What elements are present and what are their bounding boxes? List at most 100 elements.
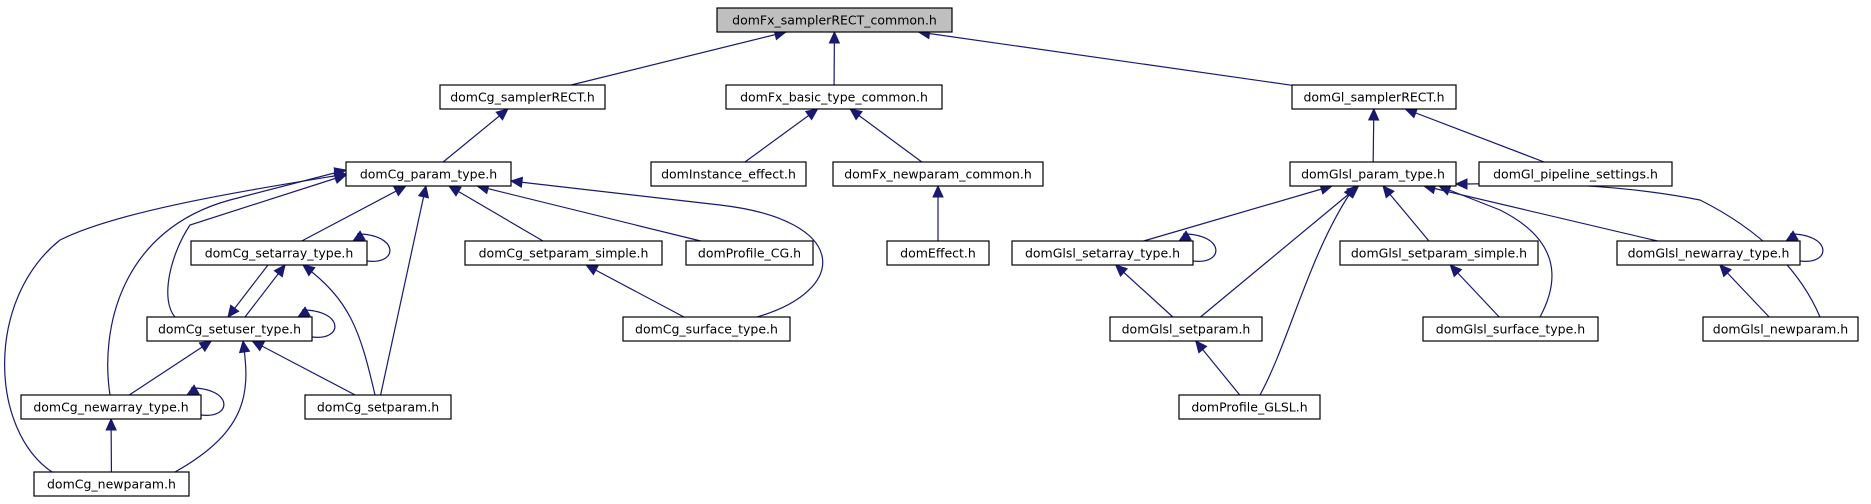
node-label: domFx_basic_type_common.h	[740, 90, 928, 105]
arrow-head	[105, 417, 117, 431]
edge-line	[1789, 233, 1824, 262]
node-instance-effect[interactable]: domInstance_effect.h	[650, 161, 807, 187]
node-root[interactable]: domFx_samplerRECT_common.h	[716, 7, 953, 33]
edge-line	[1438, 185, 1553, 318]
node-glsl-surface[interactable]: domGlsl_surface_type.h	[1422, 316, 1599, 342]
edge-cg_surface-to-cg_param	[509, 176, 824, 318]
edge-line	[1719, 264, 1770, 318]
node-box	[1339, 240, 1539, 266]
edge-line	[1423, 185, 1658, 242]
edge-cg_setarray-to-cg_param	[301, 185, 407, 242]
edge-line	[1182, 233, 1217, 262]
arrow-head	[1449, 264, 1463, 278]
edge-cg_newparam-to-cg_setuser	[174, 339, 251, 473]
edge-line	[1382, 185, 1430, 242]
node-glsl-newarray[interactable]: domGlsl_newarray_type.h	[1616, 240, 1801, 266]
node-profile-cg[interactable]: domProfile_CG.h	[685, 240, 814, 266]
arrow-head	[1195, 340, 1208, 354]
arrow-head	[1404, 107, 1419, 119]
edge-cg_newarray-to-cg_setuser	[128, 340, 213, 396]
node-cg-surface[interactable]: domCg_surface_type.h	[622, 316, 791, 342]
edge-line	[744, 108, 818, 163]
arrow-head	[351, 230, 366, 242]
node-box	[685, 240, 814, 266]
node-glsl-setarray[interactable]: domGlsl_setarray_type.h	[1011, 240, 1194, 266]
nodes-layer: domFx_samplerRECT_common.h domCg_samplerR…	[20, 7, 1859, 497]
node-label: domGlsl_surface_type.h	[1436, 322, 1585, 337]
edge-line	[1449, 264, 1500, 318]
node-label: domCg_setuser_type.h	[158, 322, 301, 337]
node-box	[1291, 84, 1457, 110]
arrow-head	[296, 306, 311, 318]
edge-line	[302, 264, 376, 396]
arrow-head	[251, 340, 266, 352]
arrow-head	[849, 108, 863, 121]
node-cg-sampler[interactable]: domCg_samplerRECT.h	[439, 84, 606, 110]
node-glsl-setparam[interactable]: domGlsl_setparam.h	[1109, 316, 1263, 342]
node-box	[886, 240, 990, 266]
node-label: domFx_newparam_common.h	[844, 167, 1032, 182]
node-cg-setparam-simple[interactable]: domCg_setparam_simple.h	[464, 240, 663, 266]
arrow-head	[227, 304, 240, 318]
arrow-head	[1784, 230, 1799, 242]
node-fx-newparam[interactable]: domFx_newparam_common.h	[832, 161, 1044, 187]
node-label: domCg_newarray_type.h	[33, 400, 188, 415]
arrow-head	[447, 185, 462, 197]
arrow-head	[392, 185, 407, 197]
arrow-head	[1367, 107, 1380, 121]
node-label: domGlsl_newarray_type.h	[1628, 246, 1790, 261]
arrow-head	[1177, 230, 1192, 242]
edge-cg_setparam-to-cg_setuser	[251, 340, 356, 396]
edge-line	[849, 108, 923, 163]
node-label: domProfile_GLSL.h	[1191, 400, 1307, 415]
node-cg-param[interactable]: domCg_param_type.h	[345, 161, 512, 187]
edge-cg_surface-to-cg_setparam_simple	[585, 264, 685, 318]
edge-effect-to-fx_newparam	[932, 184, 944, 241]
node-gl-sampler[interactable]: domGl_samplerRECT.h	[1291, 84, 1457, 110]
node-label: domGlsl_param_type.h	[1301, 167, 1445, 182]
edge-line	[301, 309, 336, 338]
node-box	[20, 394, 202, 420]
edge-cg_newparam-to-cg_newarray	[105, 417, 117, 473]
node-cg-newarray[interactable]: domCg_newarray_type.h	[20, 394, 202, 420]
edge-glsl_setarray-to-glsl_param	[1143, 183, 1334, 242]
edge-gl_sampler-to-root	[917, 27, 1293, 86]
node-label: domProfile_CG.h	[698, 246, 801, 261]
node-box	[725, 84, 943, 110]
node-cg-newparam[interactable]: domCg_newparam.h	[33, 471, 190, 497]
node-gl-pipeline[interactable]: domGl_pipeline_settings.h	[1478, 161, 1673, 187]
node-cg-setarray[interactable]: domCg_setarray_type.h	[190, 240, 368, 266]
arrow-head	[828, 30, 841, 44]
node-glsl-setparam-simple[interactable]: domGlsl_setparam_simple.h	[1339, 240, 1539, 266]
node-box	[1289, 161, 1457, 187]
node-box	[304, 394, 452, 420]
node-box	[190, 240, 368, 266]
edge-glsl_newarray-to-glsl_param	[1422, 183, 1658, 242]
node-glsl-newparam[interactable]: domGlsl_newparam.h	[1702, 316, 1859, 342]
edge-line	[301, 185, 407, 242]
arrow-head	[185, 384, 200, 396]
node-fx-basic[interactable]: domFx_basic_type_common.h	[725, 84, 943, 110]
edge-glsl_surface-to-glsl_setparam_simple	[1449, 264, 1500, 318]
node-box	[1478, 161, 1673, 187]
node-effect[interactable]: domEffect.h	[886, 240, 990, 266]
node-label: domCg_surface_type.h	[635, 322, 778, 337]
arrow-head	[417, 184, 430, 199]
arrow-head	[585, 264, 599, 276]
edge-fx_basic-to-root	[828, 30, 841, 86]
edge-instance_effect-to-fx_basic	[744, 108, 819, 163]
edge-line	[174, 340, 247, 473]
edge-cg_newarray-to-cg_param	[107, 167, 348, 396]
node-cg-setuser[interactable]: domCg_setuser_type.h	[146, 316, 313, 342]
node-box	[1702, 316, 1859, 342]
node-glsl-param[interactable]: domGlsl_param_type.h	[1289, 161, 1457, 187]
edge-profile_glsl-to-glsl_param	[1259, 185, 1356, 396]
node-box	[716, 7, 953, 33]
node-profile-glsl[interactable]: domProfile_GLSL.h	[1178, 394, 1321, 420]
arrow-head	[932, 184, 944, 198]
node-box	[1616, 240, 1801, 266]
edge-line	[4, 173, 347, 473]
node-box	[1422, 316, 1599, 342]
node-label: domGlsl_newparam.h	[1713, 322, 1848, 337]
node-cg-setparam[interactable]: domCg_setparam.h	[304, 394, 452, 420]
